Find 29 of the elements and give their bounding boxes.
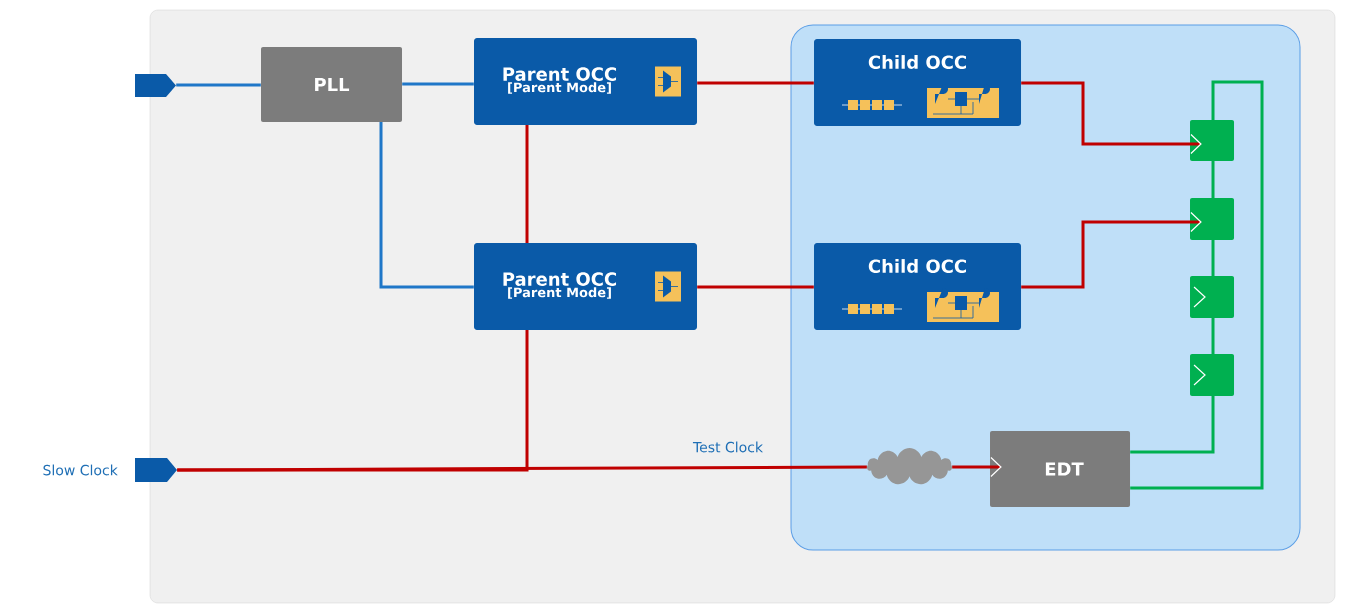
wire [952, 456, 1002, 478]
wire [1130, 80, 1264, 490]
flip-flop [1190, 354, 1234, 396]
wire [1130, 396, 1215, 454]
wire [402, 82, 474, 86]
controller-box: Parent OCC [Parent Mode] [474, 38, 697, 125]
flip-flop [1190, 276, 1234, 318]
wire [1211, 318, 1215, 354]
wire [697, 285, 814, 289]
wire [177, 465, 867, 472]
port-label: Slow Clock [43, 464, 118, 476]
flip-flop [1190, 198, 1234, 240]
wire [1211, 161, 1215, 198]
block-box: EDT [990, 431, 1130, 507]
clock-port [135, 458, 177, 482]
wire [176, 83, 261, 87]
logic-cloud [867, 448, 953, 485]
wire [1021, 81, 1202, 155]
flip-flop [1190, 120, 1234, 161]
wire [1211, 240, 1215, 276]
wire [697, 81, 814, 85]
wire [379, 122, 474, 289]
wire [525, 125, 529, 243]
clock-port [135, 74, 176, 97]
wire [177, 330, 529, 472]
edge-label: Test Clock [692, 441, 763, 453]
block-box: PLL [261, 47, 402, 122]
controller-box: Parent OCC [Parent Mode] [474, 243, 697, 330]
wire [1021, 211, 1202, 289]
